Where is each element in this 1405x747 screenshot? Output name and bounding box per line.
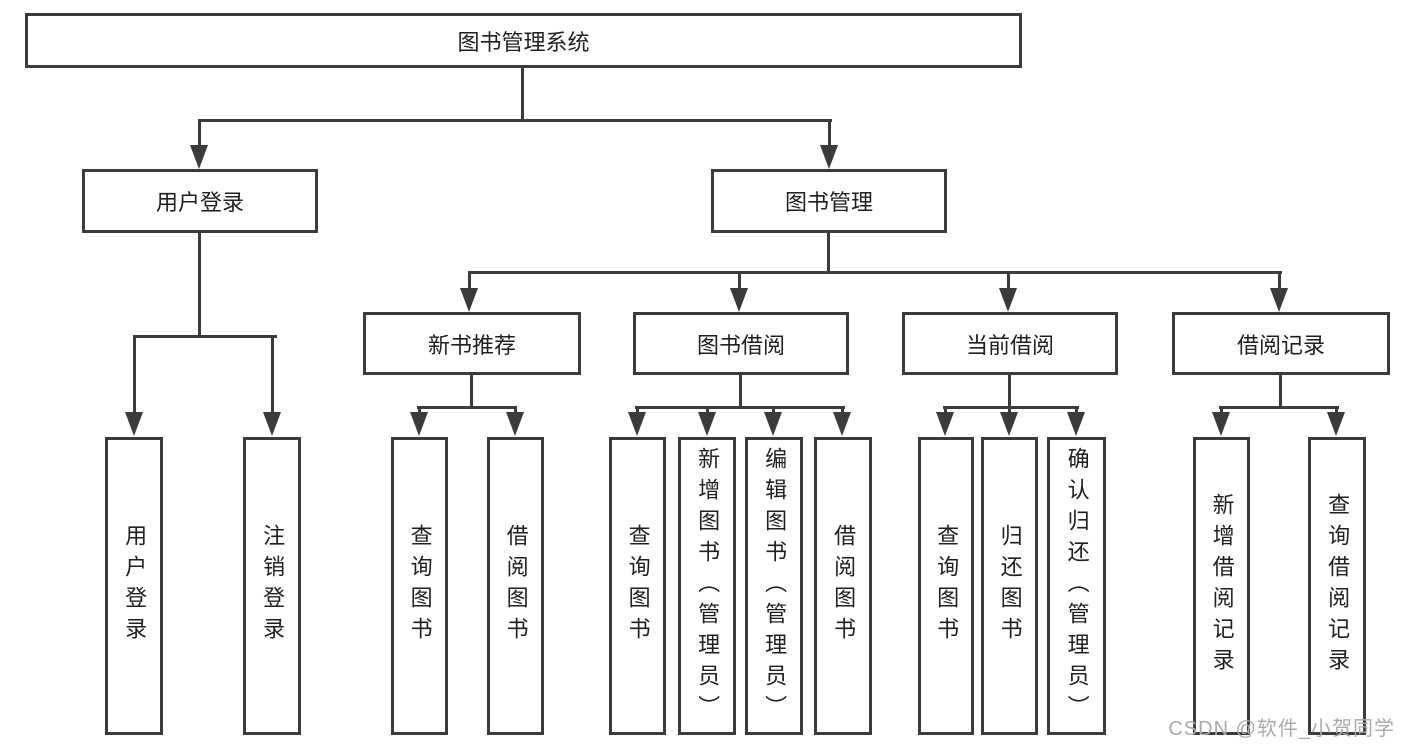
arrow-head [764,412,782,436]
connector-line [271,335,274,415]
node-new-book-recommend: 新书推荐 [363,312,581,375]
connector-stem [470,375,473,408]
node-new-book-recommend-label: 新书推荐 [427,332,516,358]
arrow-head [1212,412,1230,436]
connector-user-login-stem [198,233,201,337]
leaf-query-books-current-label: 查询图书 [934,524,960,648]
connector-line [1278,271,1281,291]
connector-book-management-stem [827,233,830,273]
arrow-head [190,145,208,169]
connector-stem [739,375,742,408]
leaf-add-borrow-record: 新增借阅记录 [1193,437,1250,735]
connector-root-hbar [198,119,832,122]
arrow-head [936,412,954,436]
connector-line [636,406,639,415]
arrow-head [410,412,428,436]
leaf-borrow-books-borrowing: 借阅图书 [814,437,872,735]
arrow-head [820,145,838,169]
connector-hbar [417,406,517,409]
node-book-borrowing: 图书借阅 [633,312,849,375]
node-user-login-label: 用户登录 [155,190,244,215]
arrow-head [730,288,748,312]
arrow-head [1270,288,1288,312]
leaf-logout-label: 注销登录 [260,524,286,648]
connector-line [198,119,201,147]
connector-hbar [943,406,1079,409]
leaf-borrow-books-recommend-label: 借阅图书 [503,524,529,648]
arrow-head [698,412,716,436]
arrow-head [263,412,281,436]
arrow-head [999,288,1017,312]
leaf-return-book-label: 归还图书 [997,524,1023,648]
connector-line [944,406,947,415]
leaf-add-borrow-record-label: 新增借阅记录 [1209,493,1235,679]
leaf-add-book-admin-label: 新增图书（管理员） [695,446,721,726]
node-borrow-records: 借阅记录 [1172,312,1390,375]
leaf-query-borrow-record-label: 查询借阅记录 [1325,493,1351,679]
leaf-borrow-books-borrowing-label: 借阅图书 [831,524,857,648]
arrow-head [125,412,143,436]
leaf-confirm-return-admin-label: 确认归还（管理员） [1064,446,1090,726]
connector-root-stem [521,66,524,121]
node-user-login: 用户登录 [82,169,318,233]
node-borrow-records-label: 借阅记录 [1236,332,1325,358]
connector-line [772,406,775,415]
node-book-management: 图书管理 [711,169,947,233]
node-current-borrowing-label: 当前借阅 [965,332,1054,358]
arrow-head [628,412,646,436]
arrow-head [460,288,478,312]
connector-line [706,406,709,415]
node-book-management-label: 图书管理 [784,190,873,215]
leaf-return-book: 归还图书 [981,437,1038,735]
connector-line [514,406,517,415]
connector-line [418,406,421,415]
connector-user-login-hbar [133,335,277,338]
connector-line [1335,406,1338,415]
leaf-query-books-borrowing: 查询图书 [609,437,666,735]
leaf-confirm-return-admin: 确认归还（管理员） [1047,437,1106,735]
connector-line [841,406,844,415]
arrow-head [1327,412,1345,436]
connector-line [1008,406,1011,415]
arrow-head [506,412,524,436]
node-root: 图书管理系统 [25,13,1022,68]
connector-line [133,335,136,415]
node-root-label: 图书管理系统 [457,29,590,55]
node-book-borrowing-label: 图书借阅 [696,332,785,358]
connector-hbar [1219,406,1339,409]
leaf-borrow-books-recommend: 借阅图书 [487,437,544,735]
connector-stem [1279,375,1282,408]
leaf-user-login: 用户登录 [105,437,163,735]
node-current-borrowing: 当前借阅 [902,312,1118,375]
leaf-query-books-recommend: 查询图书 [391,437,448,735]
connector-book-management-hbar [468,271,1282,274]
leaf-query-borrow-record: 查询借阅记录 [1308,437,1366,735]
leaf-logout: 注销登录 [243,437,301,735]
leaf-edit-book-admin-label: 编辑图书（管理员） [762,446,788,726]
arrow-head [833,412,851,436]
connector-line [828,119,831,147]
csdn-watermark: CSDN @软件_小贺同学 [1168,718,1395,740]
arrow-head [1000,412,1018,436]
connector-line [738,271,741,291]
leaf-edit-book-admin: 编辑图书（管理员） [745,437,803,735]
connector-stem [1008,375,1011,408]
connector-line [1220,406,1223,415]
connector-line [1007,271,1010,291]
connector-line [1075,406,1078,415]
connector-hbar [635,406,845,409]
leaf-add-book-admin: 新增图书（管理员） [678,437,736,735]
leaf-query-books-current: 查询图书 [918,437,974,735]
arrow-head [1067,412,1085,436]
leaf-user-login-label: 用户登录 [122,524,148,648]
leaf-query-books-borrowing-label: 查询图书 [625,524,651,648]
connector-line [468,271,471,291]
leaf-query-books-recommend-label: 查询图书 [407,524,433,648]
